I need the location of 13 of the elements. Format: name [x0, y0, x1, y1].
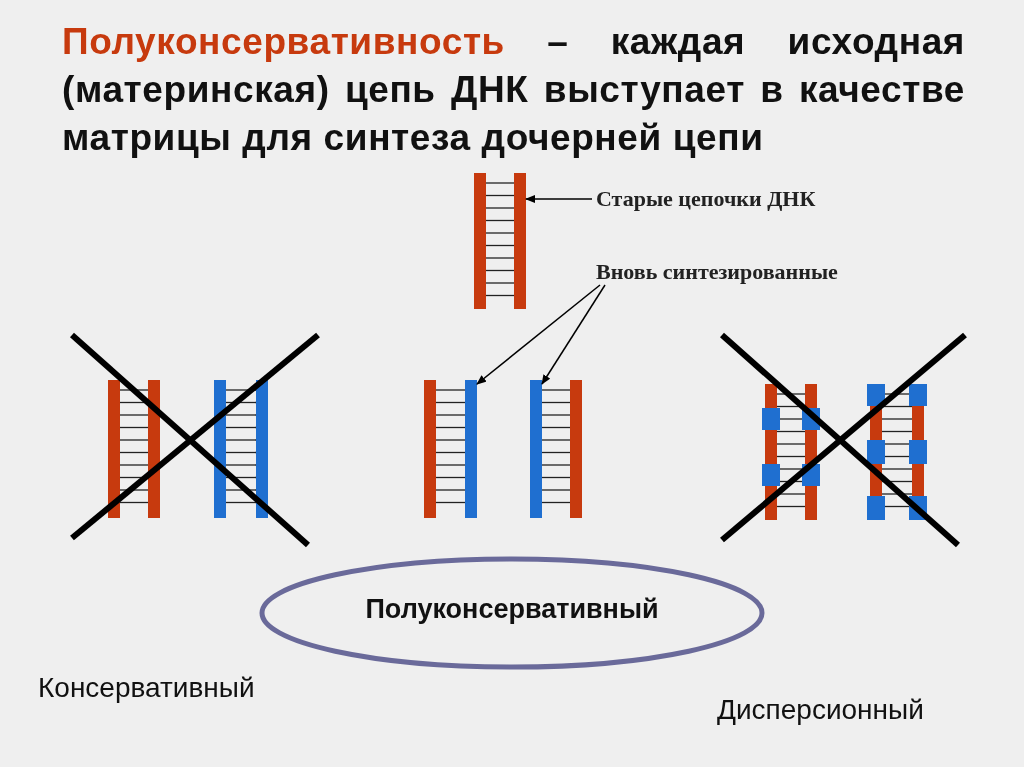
- heading: Полуконсервативность – каждая исходная (материнская) цепь ДНК выступает в качестве матрицы для синтеза дочерней цепи: [62, 20, 965, 160]
- leader-line: [541, 284, 606, 385]
- model-label: Консервативный: [38, 672, 255, 704]
- ellipse-node: [259, 556, 765, 670]
- callout-label: Старые цепочки ДНК: [596, 186, 816, 212]
- dna-strand: [530, 380, 542, 518]
- dna-strand: [514, 173, 526, 309]
- dna-strand: [465, 380, 477, 518]
- callout-label: Вновь синтезированные: [596, 259, 838, 285]
- ellipse-text: Полуконсервативный: [364, 594, 660, 625]
- leader-line: [525, 195, 593, 203]
- leader-line: [476, 284, 601, 385]
- model-label: Дисперсионный: [717, 694, 924, 726]
